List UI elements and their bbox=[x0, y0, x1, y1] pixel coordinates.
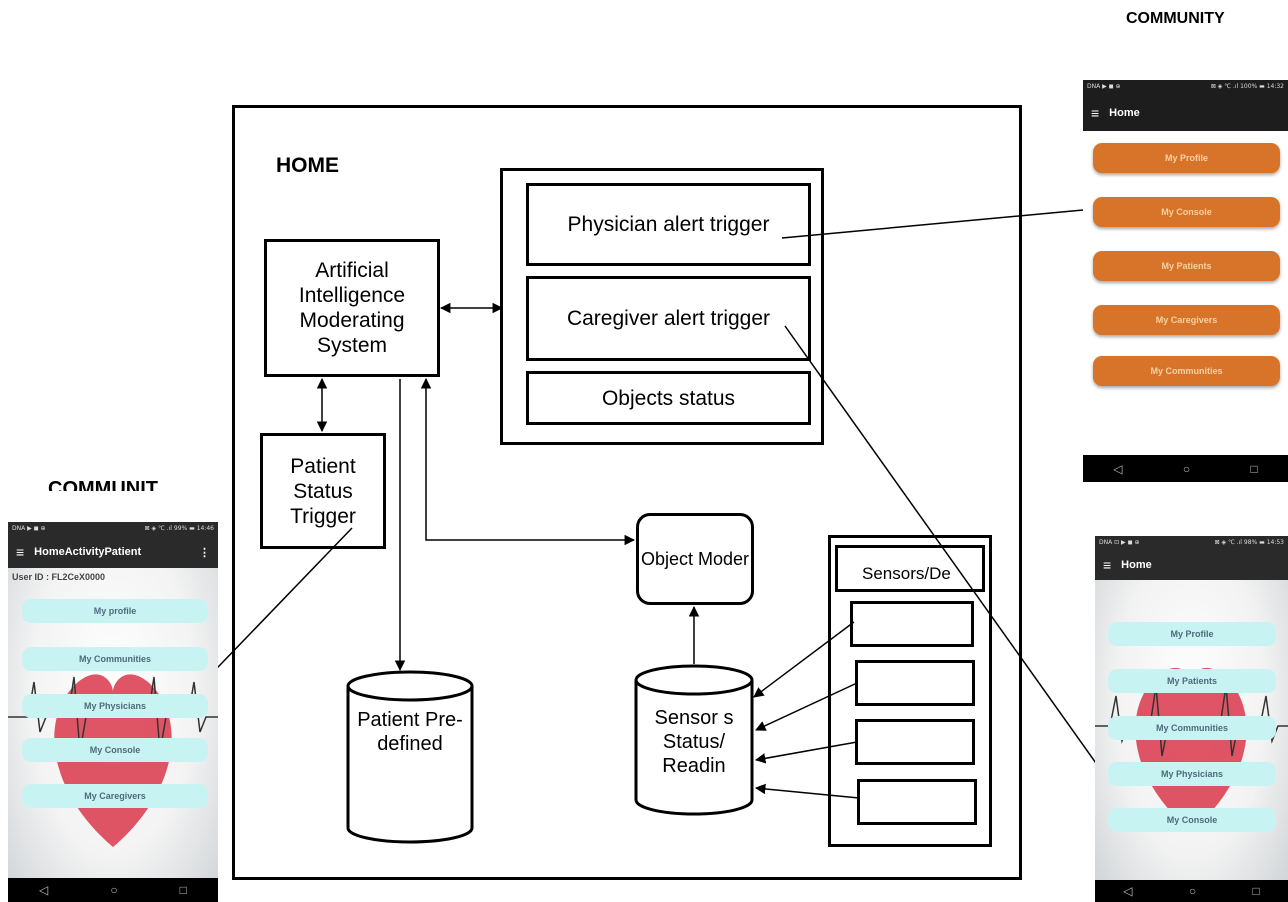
arrow-ai-object-moder bbox=[420, 377, 636, 546]
app-title: Home bbox=[1121, 559, 1152, 571]
arrow-device4 bbox=[754, 783, 860, 799]
ai-moderating-system-label: Artificial Intelligence Moderating Syste… bbox=[298, 259, 406, 357]
my-communities-button[interactable]: My Communities bbox=[1093, 356, 1280, 386]
arrow-device2 bbox=[755, 682, 858, 731]
caregiver-alert-label: Caregiver alert trigger bbox=[566, 307, 771, 330]
home-icon[interactable]: ○ bbox=[1182, 461, 1191, 476]
my-profile-button[interactable]: My Profile bbox=[1093, 143, 1280, 173]
user-id: User ID : FL2CeX0000 bbox=[12, 572, 106, 582]
objects-status-label: Objects status bbox=[601, 386, 736, 410]
patient-status-trigger-box: Patient Status Trigger bbox=[260, 433, 386, 549]
nav-bar: ◁ ○ □ bbox=[8, 878, 218, 902]
app-bar: ≡ HomeActivityPatient ⋮ bbox=[8, 536, 218, 568]
sensor-device-2 bbox=[855, 660, 975, 706]
my-caregivers-button[interactable]: My Caregivers bbox=[1093, 305, 1280, 335]
object-moder-box: Object Moder bbox=[636, 513, 754, 605]
home-icon[interactable]: ○ bbox=[1188, 884, 1197, 898]
phone-community-top: DNA ▶ ◼ ⊕⊠ ◈ ℃ .ıl 100% ▬ 14:32 ≡ Home M… bbox=[1083, 80, 1288, 482]
my-profile-button[interactable]: My profile bbox=[22, 599, 208, 623]
recents-icon[interactable]: □ bbox=[1250, 461, 1258, 476]
my-caregivers-button[interactable]: My Caregivers bbox=[22, 784, 208, 808]
my-communities-button[interactable]: My Communities bbox=[22, 647, 208, 671]
sensor-device-4 bbox=[857, 779, 977, 825]
status-bar: DNA ⊡ ▶ ◼ ⊕⊠ ◈ ℃ .ıl 98% ▬ 14:53 bbox=[1095, 536, 1288, 550]
community-left-label: COMMUNIT bbox=[48, 478, 158, 491]
sensors-database-label: Sensor s Status/ Readin bbox=[654, 707, 734, 777]
physician-alert-box: Physician alert trigger bbox=[526, 183, 811, 266]
my-console-button[interactable]: My Console bbox=[1093, 197, 1280, 227]
caregiver-alert-box: Caregiver alert trigger bbox=[526, 276, 811, 361]
phone-community-bottom: DNA ⊡ ▶ ◼ ⊕⊠ ◈ ℃ .ıl 98% ▬ 14:53 ≡ Home … bbox=[1095, 536, 1288, 902]
patient-database-cylinder bbox=[346, 670, 474, 844]
physician-alert-label: Physician alert trigger bbox=[567, 213, 770, 236]
nav-bar: ◁ ○ □ bbox=[1095, 880, 1288, 902]
my-console-button[interactable]: My Console bbox=[22, 738, 208, 762]
menu-icon[interactable]: ≡ bbox=[16, 544, 25, 560]
my-patients-button[interactable]: My Patients bbox=[1108, 669, 1276, 693]
my-console-button[interactable]: My Console bbox=[1108, 808, 1276, 832]
patient-database-label: Patient Pre- defined bbox=[357, 709, 463, 755]
recents-icon[interactable]: □ bbox=[1252, 884, 1260, 898]
my-communities-button[interactable]: My Communities bbox=[1108, 716, 1276, 740]
home-label: HOME bbox=[276, 154, 339, 174]
sensors-devices-header: Sensors/De bbox=[835, 545, 985, 592]
sensor-device-1 bbox=[850, 601, 974, 647]
home-icon[interactable]: ○ bbox=[110, 883, 118, 897]
back-icon[interactable]: ◁ bbox=[39, 883, 49, 897]
my-patients-button[interactable]: My Patients bbox=[1093, 251, 1280, 281]
my-profile-button[interactable]: My Profile bbox=[1108, 622, 1276, 646]
ai-moderating-system-box: Artificial Intelligence Moderating Syste… bbox=[264, 239, 440, 377]
menu-icon[interactable]: ≡ bbox=[1091, 104, 1100, 121]
sensors-database-cylinder bbox=[634, 664, 754, 816]
phone-community-left: DNA ▶ ◼ ⊕⊠ ◈ ℃ .ıl 99% ▬ 14:46 ≡ HomeAct… bbox=[8, 522, 218, 902]
status-bar: DNA ▶ ◼ ⊕⊠ ◈ ℃ .ıl 100% ▬ 14:32 bbox=[1083, 80, 1288, 94]
status-bar: DNA ▶ ◼ ⊕⊠ ◈ ℃ .ıl 99% ▬ 14:46 bbox=[8, 522, 218, 536]
arrow-caregiver-console bbox=[784, 325, 1141, 826]
app-bar: ≡ Home bbox=[1083, 94, 1288, 131]
arrow-physician-console bbox=[781, 201, 1128, 239]
my-physicians-button[interactable]: My Physicians bbox=[1108, 762, 1276, 786]
nav-bar: ◁ ○ □ bbox=[1083, 455, 1288, 482]
community-top-label: COMMUNITY bbox=[1126, 10, 1225, 27]
menu-icon[interactable]: ≡ bbox=[1103, 557, 1112, 573]
app-title: Home bbox=[1109, 106, 1140, 119]
app-bar: ≡ Home bbox=[1095, 550, 1288, 580]
object-moder-label: Object Moder bbox=[640, 549, 750, 569]
arrow-device1 bbox=[753, 621, 855, 698]
back-icon[interactable]: ◁ bbox=[1113, 461, 1123, 476]
sensors-devices-label: Sensors/De bbox=[862, 564, 951, 583]
arrow-device3 bbox=[754, 741, 858, 764]
recents-icon[interactable]: □ bbox=[179, 883, 187, 897]
back-icon[interactable]: ◁ bbox=[1123, 884, 1133, 898]
app-title: HomeActivityPatient bbox=[34, 546, 142, 558]
my-physicians-button[interactable]: My Physicians bbox=[22, 694, 208, 718]
patient-status-trigger-label: Patient Status Trigger bbox=[290, 454, 356, 528]
overflow-menu-icon[interactable]: ⋮ bbox=[199, 546, 210, 559]
